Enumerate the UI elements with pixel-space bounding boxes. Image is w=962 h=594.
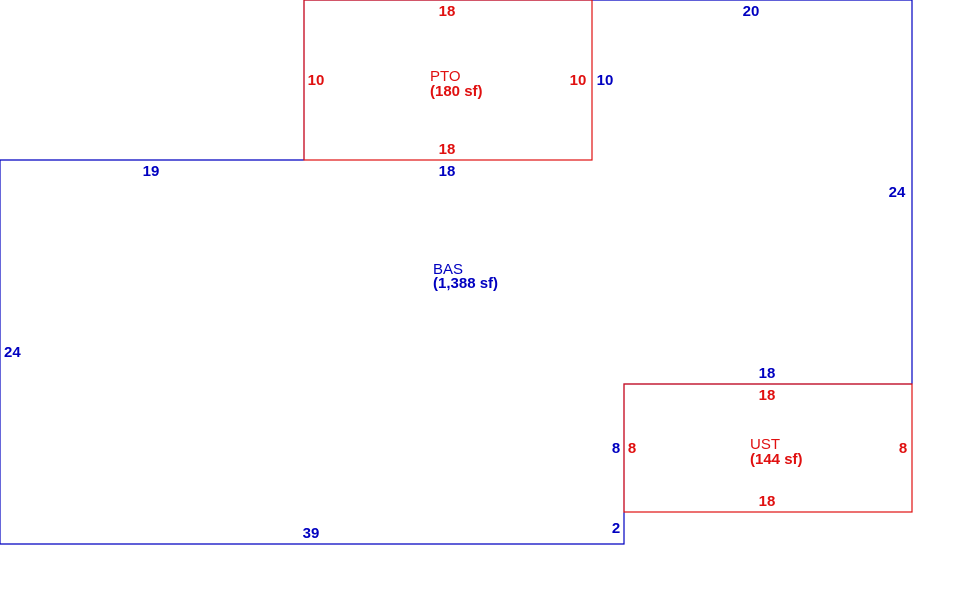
ust-top-dimension: 18 bbox=[759, 387, 776, 404]
pto-top-dimension: 18 bbox=[439, 3, 456, 20]
bas-ust-top-dimension: 18 bbox=[759, 365, 776, 382]
pto-right-dimension: 10 bbox=[570, 72, 587, 89]
bas-area-label: (1,388 sf) bbox=[433, 275, 498, 292]
pto-outline bbox=[303, 0, 593, 161]
bas-top-mid-dimension: 18 bbox=[439, 163, 456, 180]
ust-area-label: (144 sf) bbox=[750, 451, 803, 468]
bas-left-dimension: 24 bbox=[4, 344, 21, 361]
bas-ust-left-dimension: 8 bbox=[612, 440, 620, 457]
ust-right-dimension: 8 bbox=[899, 440, 907, 457]
ust-left-dimension: 8 bbox=[628, 440, 636, 457]
bas-pto-right-dimension: 10 bbox=[597, 72, 614, 89]
pto-area-label: (180 sf) bbox=[430, 83, 483, 100]
bas-top-right-dimension: 20 bbox=[743, 3, 760, 20]
ust-outline bbox=[623, 383, 913, 513]
bas-bottom-dimension: 39 bbox=[303, 525, 320, 542]
ust-bottom-dimension: 18 bbox=[759, 493, 776, 510]
ust-code-label: UST bbox=[750, 436, 780, 453]
bas-ust-gap-dimension: 2 bbox=[612, 520, 620, 537]
pto-code-label: PTO bbox=[430, 68, 461, 85]
pto-left-dimension: 10 bbox=[308, 72, 325, 89]
bas-code-label: BAS bbox=[433, 261, 463, 278]
bas-right-upper-dimension: 24 bbox=[889, 184, 906, 201]
pto-bottom-dimension: 18 bbox=[439, 141, 456, 158]
bas-top-left-dimension: 19 bbox=[143, 163, 160, 180]
